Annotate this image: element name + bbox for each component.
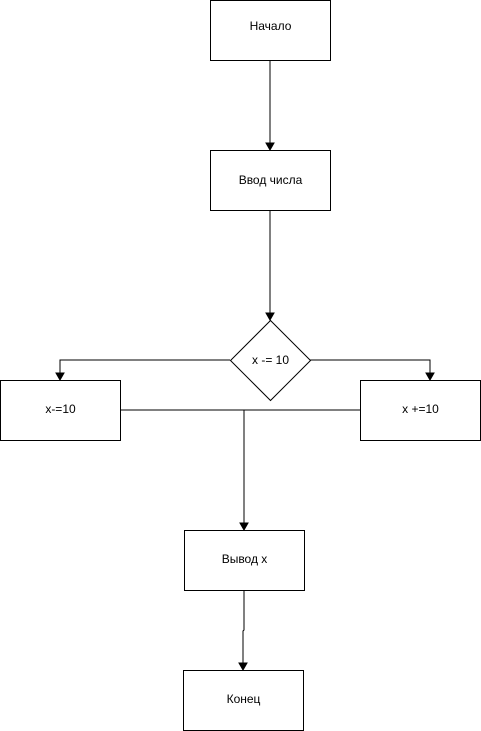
node-output: Вывод x xyxy=(184,530,305,591)
condition-diamond xyxy=(229,319,312,402)
input-label: Ввод числа xyxy=(239,173,303,187)
node-left-action: x-=10 xyxy=(0,380,121,441)
arrowhead-output xyxy=(239,522,249,532)
left-action-label: x-=10 xyxy=(45,402,76,416)
node-start: Начало xyxy=(210,0,331,61)
output-label: Вывод x xyxy=(222,552,268,566)
arrowhead-right-action xyxy=(425,372,435,382)
node-condition: x -= 10 xyxy=(229,319,312,402)
edge-condition-to-right-action xyxy=(310,359,431,373)
condition-label: x -= 10 xyxy=(252,353,289,367)
arrowhead-input xyxy=(265,142,275,152)
end-box xyxy=(183,670,304,731)
arrowhead-left-action xyxy=(55,372,65,382)
right-action-label: x +=10 xyxy=(402,402,439,416)
left-action-box xyxy=(0,380,121,441)
node-end: Конец xyxy=(183,670,304,731)
flowchart-edges xyxy=(55,60,435,672)
output-box xyxy=(184,530,305,591)
node-input: Ввод числа xyxy=(210,150,331,211)
start-label: Начало xyxy=(250,19,292,33)
arrowhead-end xyxy=(238,662,248,672)
edge-condition-to-left-action xyxy=(59,359,230,373)
end-label: Конец xyxy=(227,692,261,706)
start-box xyxy=(210,0,331,61)
arrowhead-condition xyxy=(265,312,275,322)
edge-output-to-end xyxy=(242,590,245,663)
node-right-action: x +=10 xyxy=(360,380,481,441)
input-box xyxy=(210,150,331,211)
right-action-box xyxy=(360,380,481,441)
